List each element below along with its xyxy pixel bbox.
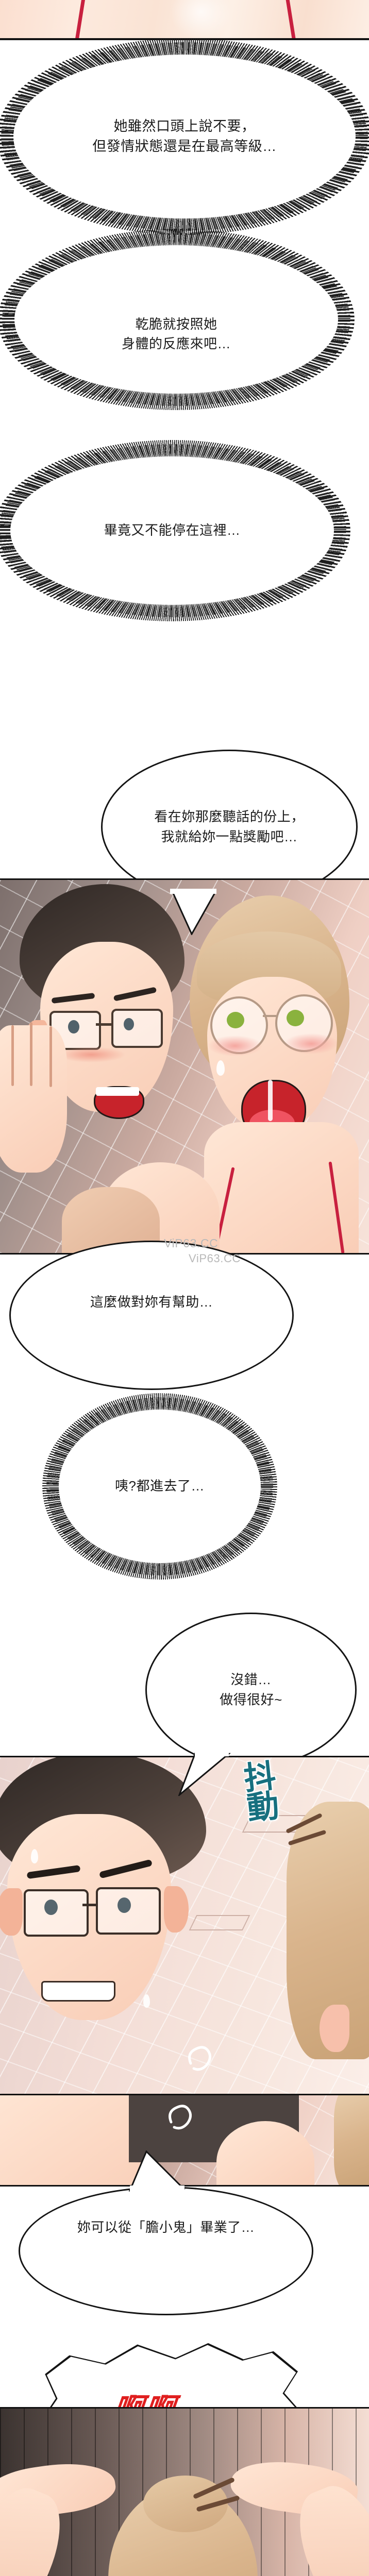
- panel-torso-cut: [0, 2094, 369, 2187]
- hand-finger-gap-2: [30, 1022, 32, 1086]
- raised-hand: [0, 1025, 67, 1173]
- man-grin: [41, 1981, 115, 2002]
- man-glasses-left-lens: [24, 1889, 89, 1937]
- speech-bubble-1-text: 看在妳那麼聽話的份上， 我就給妳一點獎勵吧…: [154, 809, 305, 844]
- bubble-fill: [10, 456, 334, 605]
- thought-bubble-1-text: 她雖然口頭上說不要， 但發情狀態還是在最高等級…: [92, 118, 277, 154]
- bubble-fill: [59, 1410, 261, 1563]
- girl-glasses-bridge: [263, 1015, 276, 1017]
- girl-saliva: [268, 1080, 273, 1121]
- speech-bubble-3-tail: [178, 1752, 231, 1796]
- girl-blush-right: [284, 1033, 338, 1054]
- speech-bubble-2: 這麼做對妳有幫助…: [9, 1241, 294, 1390]
- speech-bubble-4-text: 妳可以從「膽小鬼」畢業了…: [77, 2219, 255, 2235]
- sfx-shake: 抖動: [237, 1758, 279, 1822]
- man-right-eye: [118, 1897, 131, 1913]
- panel-couple-faces: [0, 878, 369, 1255]
- man-blush: [58, 1047, 125, 1062]
- thought-bubble-1: 她雖然口頭上說不要， 但發情狀態還是在最高等級…: [0, 38, 369, 235]
- panel-top-crop: [0, 0, 369, 40]
- thought-bubble-2: 乾脆就按照她 身體的反應來吧…: [0, 229, 355, 410]
- speech-bubble-3-text: 沒錯… 做得很好~: [220, 1672, 282, 1707]
- skin-highlight: [170, 0, 232, 38]
- man-ear-right: [164, 1886, 189, 1933]
- man-glasses-bridge: [96, 1023, 113, 1026]
- girl-ear: [320, 2005, 349, 2052]
- speech-bubble-1-tail: [170, 889, 216, 935]
- man-right-eye: [124, 1018, 134, 1030]
- watermark-2: ViP63.CC: [189, 1252, 241, 1265]
- girl-sweat-drop: [216, 1060, 225, 1076]
- thought-bubble-4-text: 咦?都進去了…: [115, 1478, 205, 1494]
- speech-bubble-4: 妳可以從「膽小鬼」畢業了…: [19, 2187, 313, 2315]
- man-sweat-drop: [31, 1849, 38, 1863]
- speech-bubble-3: 沒錯… 做得很好~: [145, 1613, 357, 1767]
- girl-blush-left: [208, 1036, 262, 1056]
- girl-right-eye: [287, 1010, 304, 1026]
- bubble-fill: [14, 245, 338, 394]
- watermark-1: ViP63.CC: [164, 1236, 219, 1250]
- hand-finger-gap-3: [49, 1026, 52, 1087]
- man-left-eye: [68, 1020, 79, 1033]
- man-glasses-bridge: [82, 1904, 98, 1906]
- speech-bubble-2-text: 這麼做對妳有幫助…: [90, 1294, 213, 1310]
- thought-bubble-3: 畢竟又不能停在這裡…: [0, 440, 350, 621]
- ring-squiggle-icon: [188, 2046, 211, 2071]
- girl-knee: [216, 2121, 314, 2185]
- ring-squiggle-icon: [169, 2105, 192, 2130]
- hand-finger-gap-1: [11, 1025, 14, 1086]
- thought-bubble-4: 咦?都進去了…: [42, 1393, 277, 1580]
- panel-man-closeup: 抖動: [0, 1756, 369, 2096]
- floor-vent-2: [189, 1915, 250, 1930]
- panel-girl-back: [0, 2407, 369, 2576]
- girl-left-eye: [227, 1012, 244, 1028]
- man-left-eye: [44, 1900, 58, 1915]
- speech-bubble-4-tail: [128, 2150, 186, 2192]
- thought-bubble-2-text: 乾脆就按照她 身體的反應來吧…: [121, 316, 231, 351]
- bubble-fill: [13, 55, 356, 218]
- man-sweat-drop-2: [143, 1994, 150, 2008]
- man-glasses-right-lens: [111, 1009, 163, 1048]
- man-teeth: [96, 1087, 139, 1096]
- girl-hair-right-edge: [334, 2095, 369, 2185]
- thought-bubble-3-text: 畢竟又不能停在這裡…: [104, 522, 241, 538]
- man-ear-left: [0, 1888, 23, 1936]
